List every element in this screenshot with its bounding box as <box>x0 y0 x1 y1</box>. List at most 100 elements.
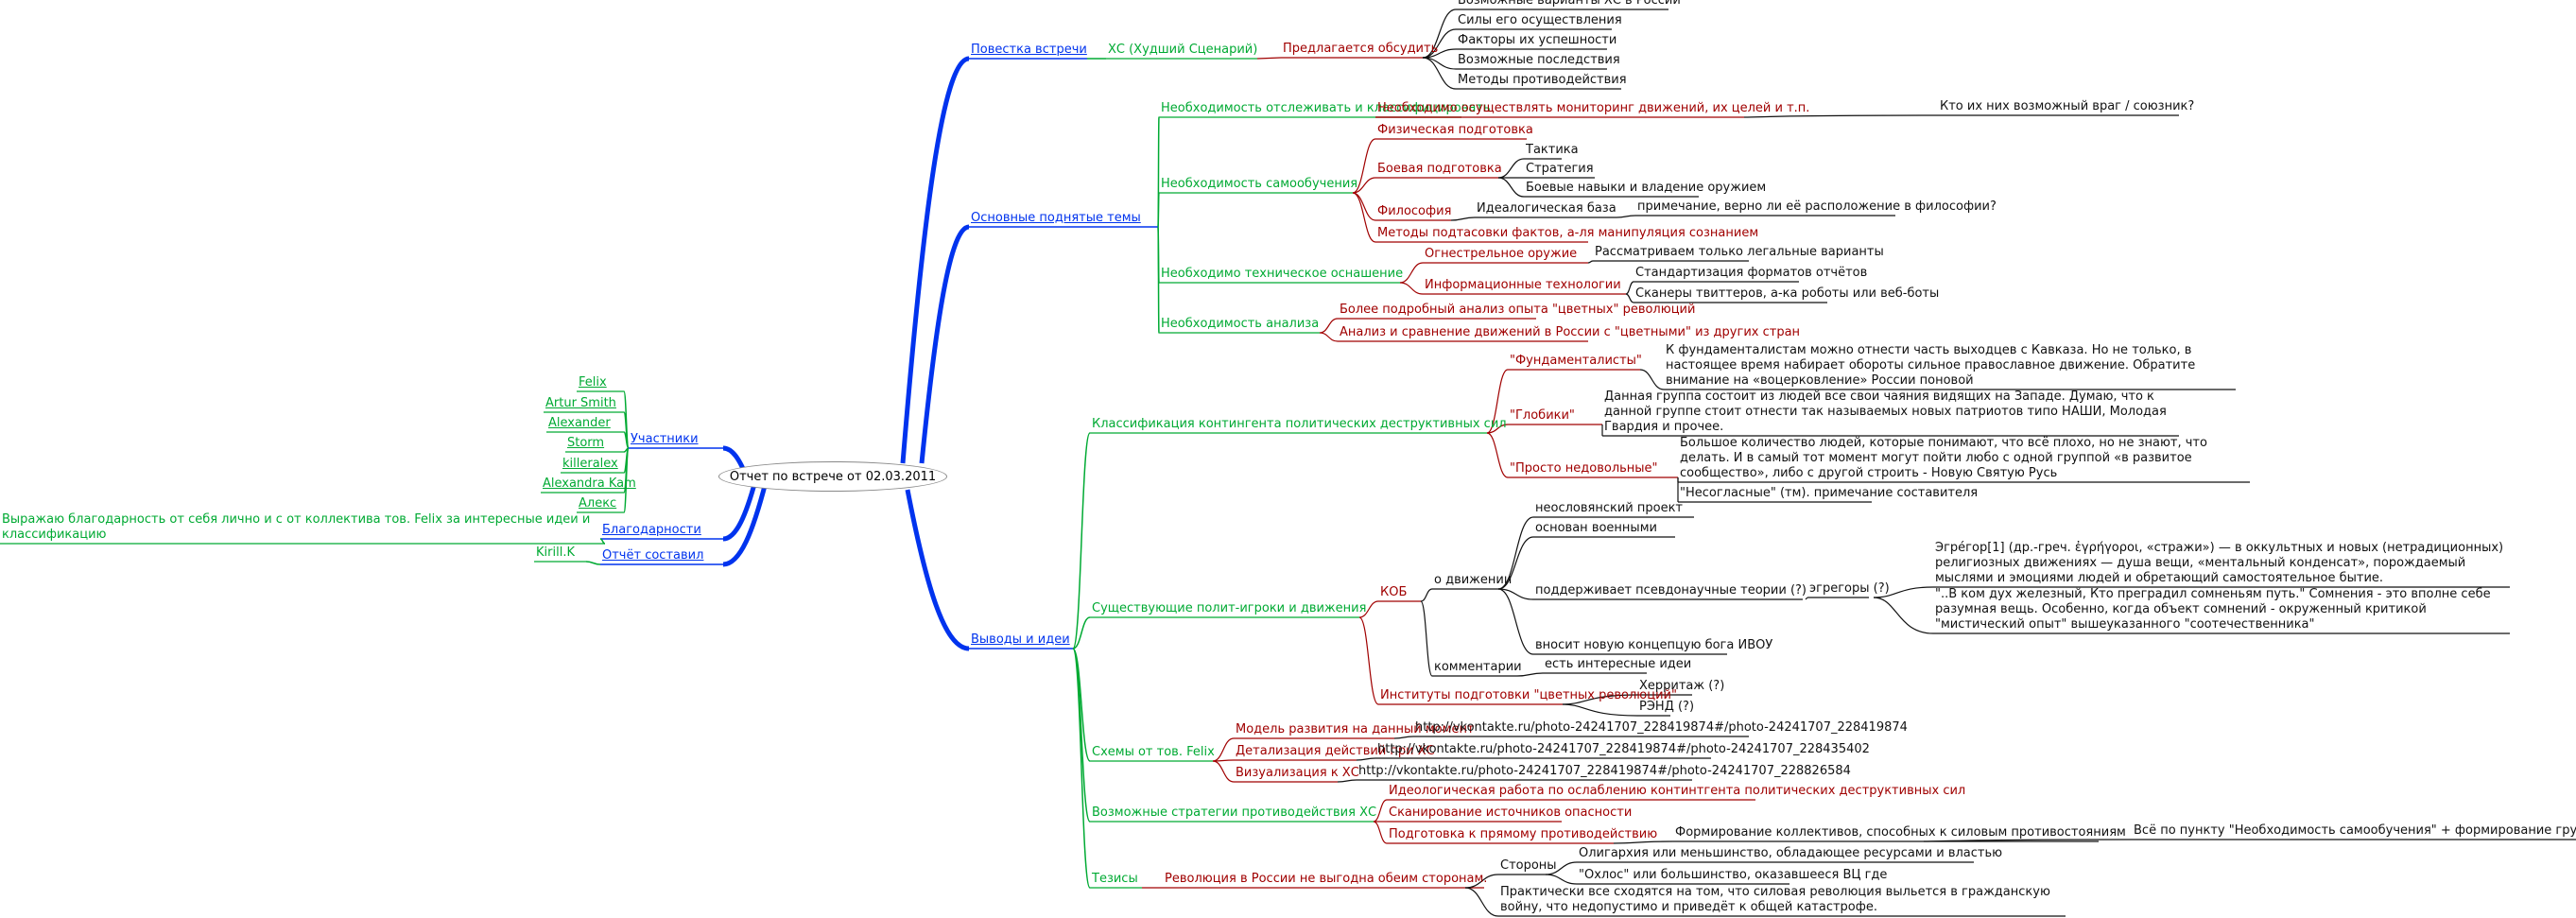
root-node[interactable]: Отчет по встрече от 02.03.2011 <box>718 461 947 492</box>
self-philosophy[interactable]: Философия <box>1377 204 1452 218</box>
agenda-xs[interactable]: ХС (Худший Сценарий) <box>1108 43 1258 57</box>
theses-rev[interactable]: Революция в России не выгодна обеим стор… <box>1165 872 1488 886</box>
egregor-def[interactable]: Эгрéгор[1] (др.-греч. ἐγρήγοροι, «стражи… <box>1935 541 2504 585</box>
topic-analysis[interactable]: Необходимость анализа <box>1161 317 1320 331</box>
connector <box>1497 536 1534 590</box>
about-item[interactable]: неословянский проект <box>1535 501 1683 515</box>
self-manipulation[interactable]: Методы подтасовки фактов, а-ля манипуляц… <box>1377 226 1759 240</box>
branch-participants[interactable]: Участники <box>631 432 699 446</box>
concl-theses[interactable]: Тезисы <box>1092 872 1138 886</box>
scheme-label[interactable]: Визуализация к ХС <box>1236 766 1359 780</box>
combat-item[interactable]: Тактика <box>1526 143 1579 157</box>
connector <box>1464 887 1499 917</box>
theses-sides[interactable]: Стороны <box>1500 858 1557 873</box>
agenda-propose[interactable]: Предлагается обсудить <box>1283 42 1439 56</box>
philosophy-base[interactable]: Идеалогическая база <box>1477 201 1616 216</box>
about-item[interactable]: основан военными <box>1535 521 1657 535</box>
institute-item[interactable]: РЭНД (?) <box>1639 700 1695 714</box>
participant[interactable]: Felix <box>579 375 607 390</box>
egregor-quote[interactable]: "..В ком дух железный, Кто преградил сом… <box>1935 587 2491 632</box>
guns-leaf[interactable]: Рассматриваем только легальные варианты <box>1595 245 1884 259</box>
root-label: Отчет по встрече от 02.03.2011 <box>729 469 937 484</box>
connector <box>1497 177 1525 198</box>
about-item[interactable]: поддерживает псевдонаучные теории (?) <box>1535 583 1807 598</box>
theses-practical[interactable]: Практически все сходятся на том, что сил… <box>1500 885 2050 914</box>
analysis-item[interactable]: Более подробный анализ опыта "цветных" р… <box>1340 303 1696 317</box>
topic-tech[interactable]: Необходимо техническое оснашение <box>1161 267 1404 281</box>
connector <box>1157 226 1160 334</box>
strategy-form[interactable]: Формирование коллективов, способных к си… <box>1675 825 2126 840</box>
class-disc[interactable]: "Просто недовольные" <box>1510 461 1658 476</box>
branch-thanks[interactable]: Благодарности <box>602 523 701 537</box>
sides-item[interactable]: Олигархия или меньшинство, обладающее ре… <box>1579 846 2003 860</box>
connector <box>1072 648 1091 823</box>
agenda-item[interactable]: Силы его осуществления <box>1458 13 1622 27</box>
branch-author[interactable]: Отчёт составил <box>602 548 704 563</box>
participant[interactable]: Alexander <box>548 416 611 430</box>
concl-players[interactable]: Существующие полит-игроки и движения <box>1092 601 1367 615</box>
it-item[interactable]: Стандартизация форматов отчётов <box>1635 266 1868 280</box>
scheme-url[interactable]: http://vkontakte.ru/photo-24241707_22841… <box>1415 720 1908 735</box>
about-egregor[interactable]: эгрегоры (?) <box>1809 581 1890 596</box>
analysis-item[interactable]: Анализ и сравнение движений в России с "… <box>1340 325 1801 339</box>
philosophy-note[interactable]: примечание, верно ли её расположение в ф… <box>1637 199 1997 214</box>
players-kob[interactable]: КОБ <box>1380 585 1408 599</box>
thanks-text[interactable]: Выражаю благодарность от себя лично и с … <box>2 512 591 542</box>
agenda-item[interactable]: Возможные варианты ХС в России <box>1458 0 1681 8</box>
strategy-all[interactable]: Всё по пункту "Необходимость самообучени… <box>2134 823 2576 838</box>
agenda-item[interactable]: Методы противодействия <box>1458 73 1627 87</box>
connector <box>1486 369 1509 434</box>
participant[interactable]: Alexandra Kam <box>543 476 636 491</box>
connector <box>722 476 759 542</box>
connector <box>623 447 630 513</box>
participant[interactable]: Artur Smith <box>545 396 616 410</box>
agenda-item[interactable]: Факторы их успешности <box>1458 33 1617 47</box>
class-fund[interactable]: "Фундаменталисты" <box>1510 354 1642 368</box>
glob-text[interactable]: Данная группа состоит из людей все свои … <box>1604 390 2167 434</box>
fund-text[interactable]: К фундаменталистам можно отнести часть в… <box>1666 343 2196 388</box>
concl-strategies[interactable]: Возможные стратегии противодействия ХС <box>1092 805 1377 820</box>
institute-item[interactable]: Херритаж (?) <box>1639 679 1725 693</box>
players-institutes[interactable]: Институты подготовки "цветных революций" <box>1380 688 1677 702</box>
strategy-item[interactable]: Идеологическая работа по ослаблению конт… <box>1389 784 1966 798</box>
sides-item[interactable]: "Охлос" или большинство, оказавшееся ВЦ … <box>1579 868 1888 882</box>
connector <box>1464 874 1499 889</box>
branch-conclusions[interactable]: Выводы и идеи <box>971 632 1070 647</box>
topic-track-child[interactable]: Необходимо осуществлять мониторинг движе… <box>1377 101 1810 115</box>
comments-leaf[interactable]: есть интересные идеи <box>1545 657 1692 671</box>
strategy-item[interactable]: Сканирование источников опасности <box>1389 805 1633 820</box>
it-item[interactable]: Сканеры твиттеров, а-ка роботы или веб-б… <box>1635 286 1940 301</box>
tech-it[interactable]: Информационные технологии <box>1425 278 1621 292</box>
about-item[interactable]: вносит новую концепцую бога ИВОУ <box>1535 638 1773 652</box>
author-name[interactable]: Kirill.K <box>536 546 575 560</box>
connector <box>1373 821 1388 844</box>
self-physical[interactable]: Физическая подготовка <box>1377 123 1533 137</box>
scheme-url[interactable]: http://vkontakte.ru/photo-24241707_22841… <box>1358 764 1851 778</box>
connector <box>1613 840 1674 844</box>
branch-topics[interactable]: Основные поднятые темы <box>971 211 1141 225</box>
topic-self[interactable]: Необходимость самообучения <box>1161 177 1358 191</box>
concl-schemes[interactable]: Схемы от тов. Felix <box>1092 745 1215 759</box>
combat-item[interactable]: Боевые навыки и владение оружием <box>1526 181 1767 195</box>
concl-classification[interactable]: Классификация контингента политических д… <box>1092 417 1507 431</box>
participant[interactable]: killeralex <box>562 457 618 471</box>
strategy-item[interactable]: Подготовка к прямому противодействию <box>1389 827 1658 841</box>
disc-text[interactable]: Большое количество людей, которые понима… <box>1680 436 2207 480</box>
kob-about[interactable]: о движении <box>1434 573 1513 587</box>
tech-guns[interactable]: Огнестрельное оружие <box>1425 247 1578 261</box>
scheme-url[interactable]: http://vkontakte.ru/photo-24241707_22841… <box>1377 742 1870 756</box>
topic-track-leaf[interactable]: Кто их них возможный враг / союзник? <box>1940 99 2195 113</box>
connector <box>1420 600 1433 677</box>
participant[interactable]: Storm <box>567 436 605 450</box>
topic-track[interactable]: Необходимость отслеживать и классифициро… <box>1161 101 1491 115</box>
participant[interactable]: Алекс <box>579 496 617 511</box>
combat-item[interactable]: Стратегия <box>1526 162 1594 176</box>
scheme-label[interactable]: Модель развития на данный момент <box>1236 722 1475 736</box>
agenda-item[interactable]: Возможные последствия <box>1458 53 1620 67</box>
disc-note[interactable]: "Несогласные" (тм). примечание составите… <box>1680 486 1979 500</box>
class-glob[interactable]: "Глобики" <box>1510 408 1575 423</box>
self-combat[interactable]: Боевая подготовка <box>1377 162 1502 176</box>
scheme-label[interactable]: Детализация действий при ХС <box>1236 744 1435 758</box>
kob-comments[interactable]: комментарии <box>1434 660 1522 674</box>
branch-agenda[interactable]: Повестка встречи <box>971 43 1087 57</box>
